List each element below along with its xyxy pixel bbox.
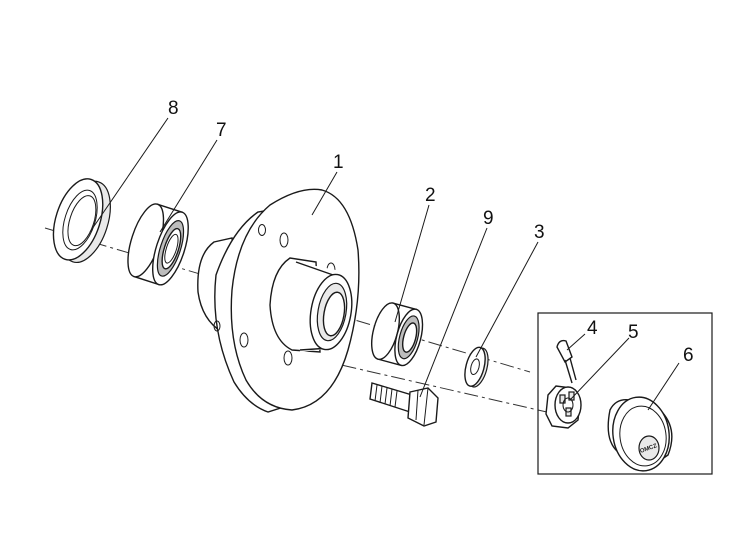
leader-8 [89,117,169,233]
leader-7 [159,139,218,233]
leader-2 [394,204,430,323]
part-8-seal [52,178,111,263]
callout-8: 8 [168,98,179,119]
part-2-bearing [371,302,424,367]
callout-4: 4 [587,318,598,339]
callout-9: 9 [483,208,494,229]
callout-5: 5 [628,322,639,343]
callout-2: 2 [425,185,436,206]
part-3-washer [464,346,489,388]
callout-1: 1 [333,152,344,173]
part-9-stud [369,382,439,427]
part-1-hub [197,188,360,413]
part-4-cotter-pin [556,339,577,384]
part-7-bearing [127,203,189,286]
leader-3 [475,241,539,358]
leader-4 [566,333,586,351]
part-6-hub-cap: OMCZ [607,396,673,472]
callout-7: 7 [216,120,227,141]
callout-6: 6 [683,345,694,366]
part-5-castle-nut [545,385,582,429]
leader-9 [419,227,488,398]
leader-1 [311,171,338,216]
callout-3: 3 [534,222,545,243]
kit-box [537,312,713,475]
hub-cap-logo: OMCZ [639,443,658,455]
leader-5 [569,337,630,401]
leader-6 [647,362,680,411]
